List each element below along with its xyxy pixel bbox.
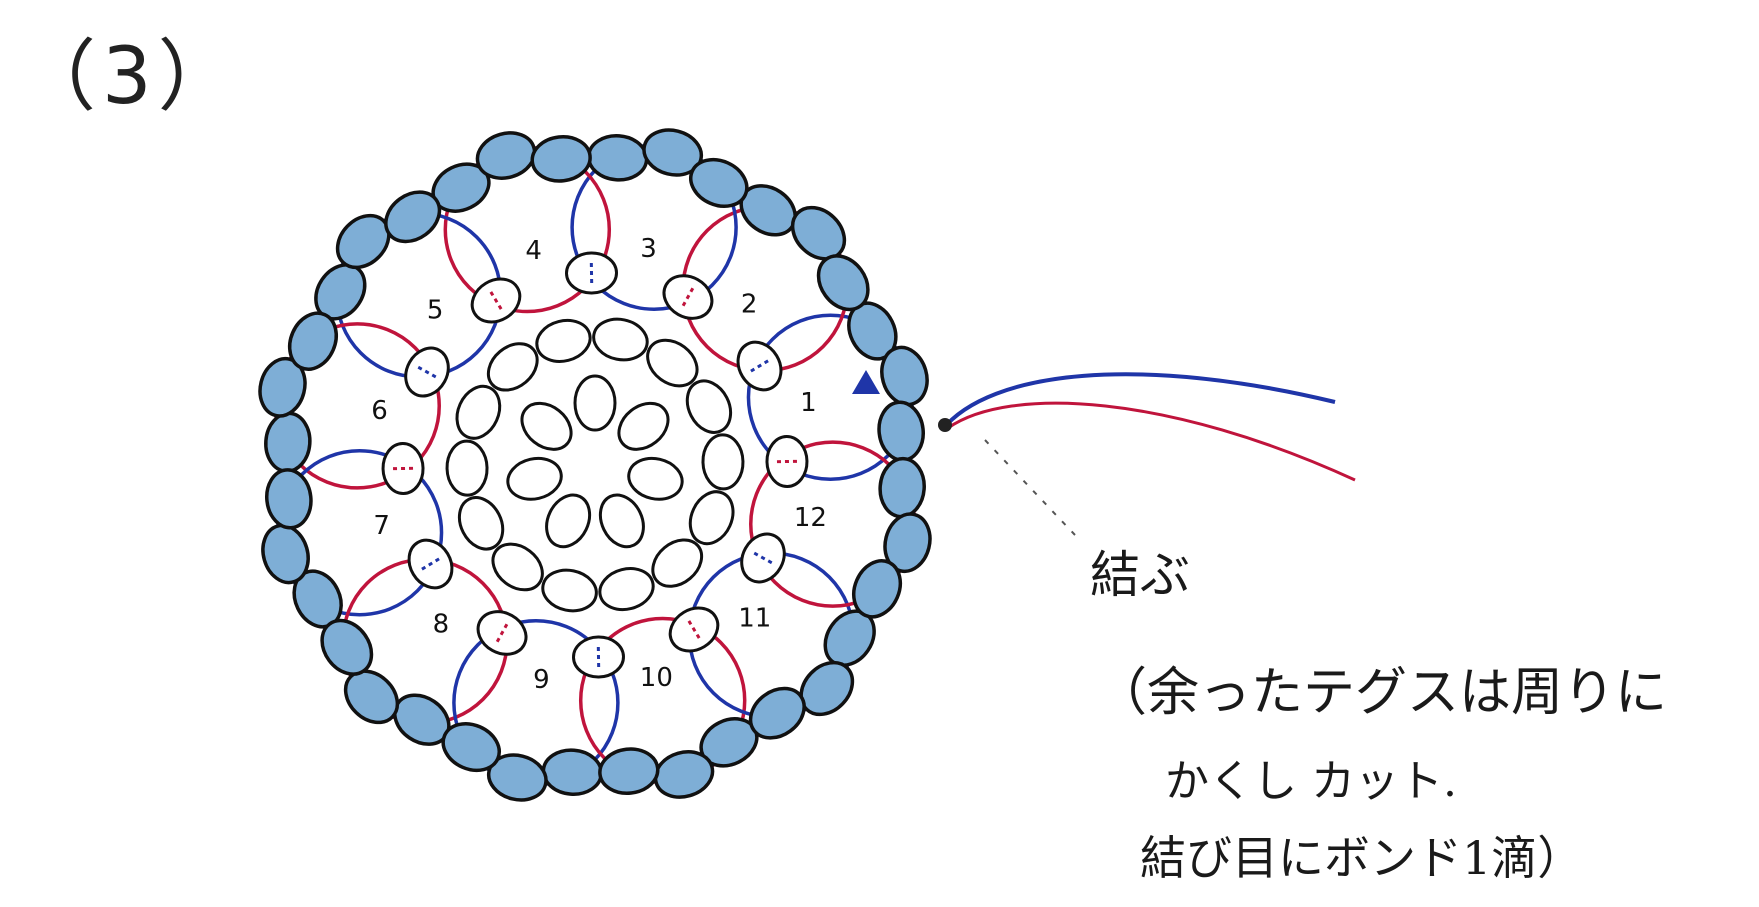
ring-number-4: 4: [525, 236, 542, 266]
red-thread-tail: [948, 403, 1355, 480]
middle-bead: [532, 315, 594, 367]
center-bead: [625, 453, 687, 504]
center-bead: [575, 376, 615, 430]
ring-number-2: 2: [741, 290, 758, 320]
outer-bead: [264, 412, 312, 473]
outer-bead: [530, 134, 592, 184]
ring-number-5: 5: [427, 295, 444, 325]
outer-bead: [598, 746, 660, 796]
pointer-dashed-line: [985, 440, 1075, 535]
center-bead: [504, 453, 566, 504]
ring-number-12: 12: [794, 503, 827, 533]
note-line-2: かくし カット.: [1165, 745, 1457, 809]
ring-number-10: 10: [640, 663, 673, 693]
blue-thread-tail: [942, 374, 1335, 430]
middle-bead: [590, 315, 651, 365]
outer-beads: [254, 124, 936, 806]
step-label: （3）: [18, 14, 242, 126]
ring-number-3: 3: [640, 234, 657, 264]
outer-bead: [587, 134, 648, 182]
tie-instruction: 結ぶ: [1090, 535, 1190, 607]
middle-bead: [539, 565, 600, 615]
outer-bead: [876, 400, 926, 462]
outer-bead: [264, 468, 314, 530]
ring-number-6: 6: [371, 396, 388, 426]
ring-number-9: 9: [533, 665, 550, 695]
note-line-1: （余ったテグスは周りに: [1095, 650, 1667, 725]
outer-bead: [878, 457, 926, 518]
center-bead: [538, 488, 597, 554]
thread-tails: [852, 370, 1355, 535]
center-bead: [610, 394, 677, 459]
middle-bead: [595, 563, 657, 615]
start-triangle-marker: [852, 370, 880, 394]
center-bead: [592, 488, 651, 554]
note-line-3: 結び目にボンド1滴）: [1140, 822, 1583, 888]
ring-number-1: 1: [800, 388, 817, 418]
outer-bead: [542, 748, 603, 796]
ring-number-8: 8: [433, 609, 450, 639]
ring-number-11: 11: [738, 604, 771, 634]
knot-dot: [938, 418, 952, 432]
ring-number-7: 7: [373, 511, 390, 541]
middle-bead: [446, 441, 487, 496]
middle-bead: [702, 434, 743, 489]
center-bead: [513, 394, 580, 459]
